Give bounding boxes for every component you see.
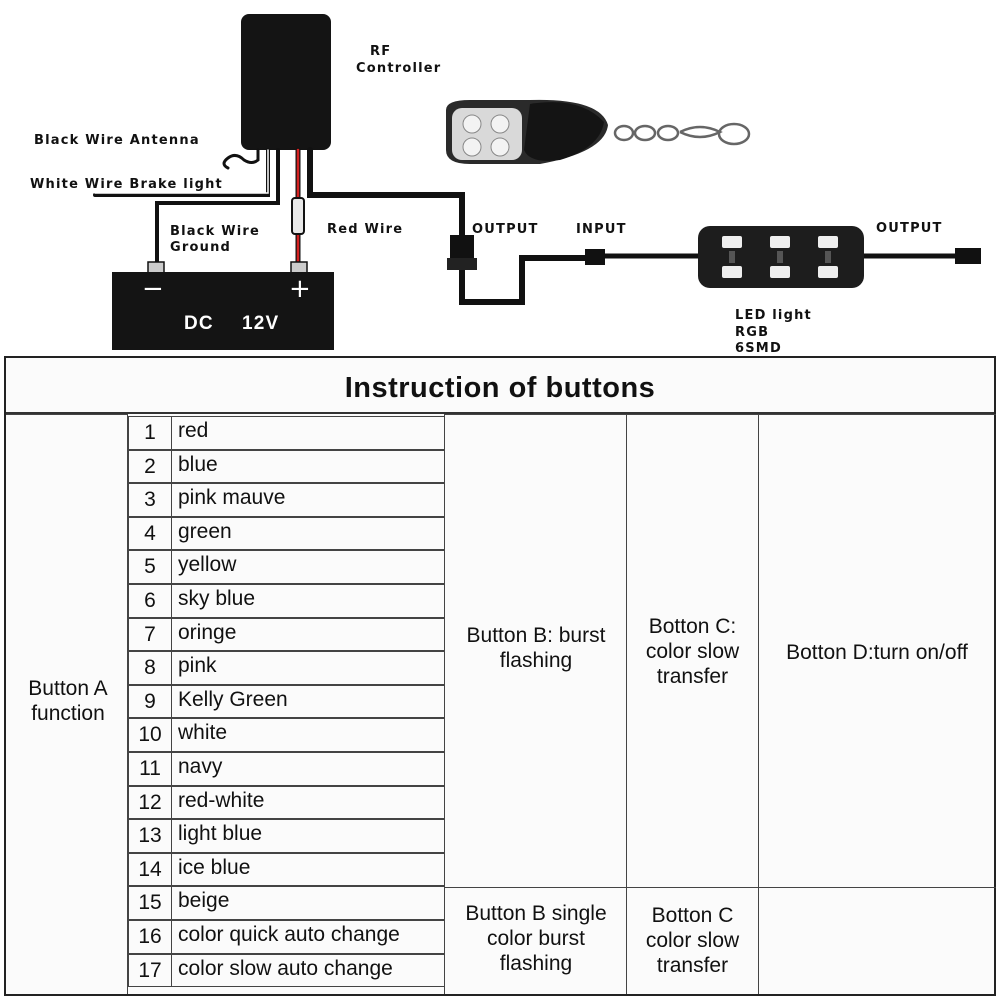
wiring-diagram	[93, 14, 981, 350]
color-number: 3	[144, 488, 156, 512]
button-c-auto-label: Botton C color slow transfer	[645, 904, 740, 977]
battery-minus: −	[142, 274, 165, 304]
color-label: green	[178, 519, 232, 543]
color-number: 17	[138, 958, 162, 982]
color-label: pink mauve	[178, 486, 286, 510]
remote-key-fob	[446, 99, 751, 164]
button-b-label: Button B: burst flashing	[466, 624, 606, 672]
ground-label-2: Ground	[170, 240, 232, 255]
antenna-label: Black Wire Antenna	[34, 133, 200, 148]
output-connector	[447, 235, 700, 305]
color-label: red	[178, 419, 209, 442]
table-title: Instruction of buttons	[6, 358, 994, 414]
color-number: 1	[144, 421, 156, 444]
color-label: pink	[178, 654, 217, 678]
color-number: 6	[144, 589, 156, 612]
color-label: color slow auto change	[178, 956, 393, 980]
color-label: white	[178, 721, 228, 745]
instruction-table: Instruction of buttons Button A function…	[4, 356, 996, 996]
color-number: 16	[138, 925, 162, 948]
rf-controller-box	[241, 14, 331, 150]
button-b-auto-label: Button B single color burst flashing	[465, 902, 607, 975]
color-number: 9	[144, 689, 156, 713]
battery-dc-label: DC	[184, 313, 214, 334]
button-c-label: Botton C: color slow transfer	[645, 615, 740, 688]
output-label: OUTPUT	[472, 222, 539, 237]
color-label: beige	[178, 889, 230, 913]
color-number: 10	[138, 723, 162, 747]
battery-plus: +	[289, 274, 312, 304]
color-number: 8	[144, 656, 156, 680]
battery	[112, 261, 334, 350]
color-label: sky blue	[178, 587, 256, 610]
button-a-cell	[6, 414, 128, 994]
button-d-label: Botton D:turn on/off	[786, 641, 968, 664]
color-number: 13	[138, 824, 162, 848]
color-number: 11	[139, 757, 161, 780]
color-label: light blue	[178, 822, 263, 846]
led-module	[698, 226, 981, 288]
brake-light-label: White Wire Brake light	[30, 177, 223, 192]
output-label-2: OUTPUT	[876, 221, 943, 236]
color-label: navy	[178, 755, 223, 778]
led-light-label: LED light	[735, 308, 812, 323]
fuse	[291, 197, 305, 235]
input-label: INPUT	[576, 222, 627, 237]
color-label: ice blue	[178, 855, 251, 879]
color-number: 2	[144, 454, 156, 478]
color-number: 7	[144, 622, 156, 646]
rf-controller-label-2: Controller	[356, 61, 442, 76]
button-d-auto-cell	[758, 887, 996, 994]
color-number: 12	[138, 790, 162, 814]
rf-controller-label: RF	[370, 44, 392, 59]
color-label: Kelly Green	[178, 687, 288, 711]
ground-label: Black Wire	[170, 224, 261, 239]
color-number: 5	[144, 555, 156, 579]
color-number: 4	[144, 521, 156, 545]
color-label: yellow	[178, 553, 237, 577]
led-rgb-label: RGB	[735, 325, 770, 340]
battery-voltage-label: 12V	[242, 313, 280, 334]
color-number: 14	[138, 857, 162, 881]
color-number: 15	[138, 891, 162, 915]
led-6smd-label: 6SMD	[735, 341, 782, 356]
color-label-cell	[171, 416, 445, 450]
color-label: color quick auto change	[178, 923, 400, 946]
color-label: red-white	[178, 788, 265, 812]
red-wire-label: Red Wire	[327, 222, 404, 237]
color-label: blue	[178, 452, 218, 476]
button-a-label: Button A function	[28, 677, 108, 725]
controller-wires	[93, 147, 465, 269]
color-label: oringe	[178, 620, 237, 644]
